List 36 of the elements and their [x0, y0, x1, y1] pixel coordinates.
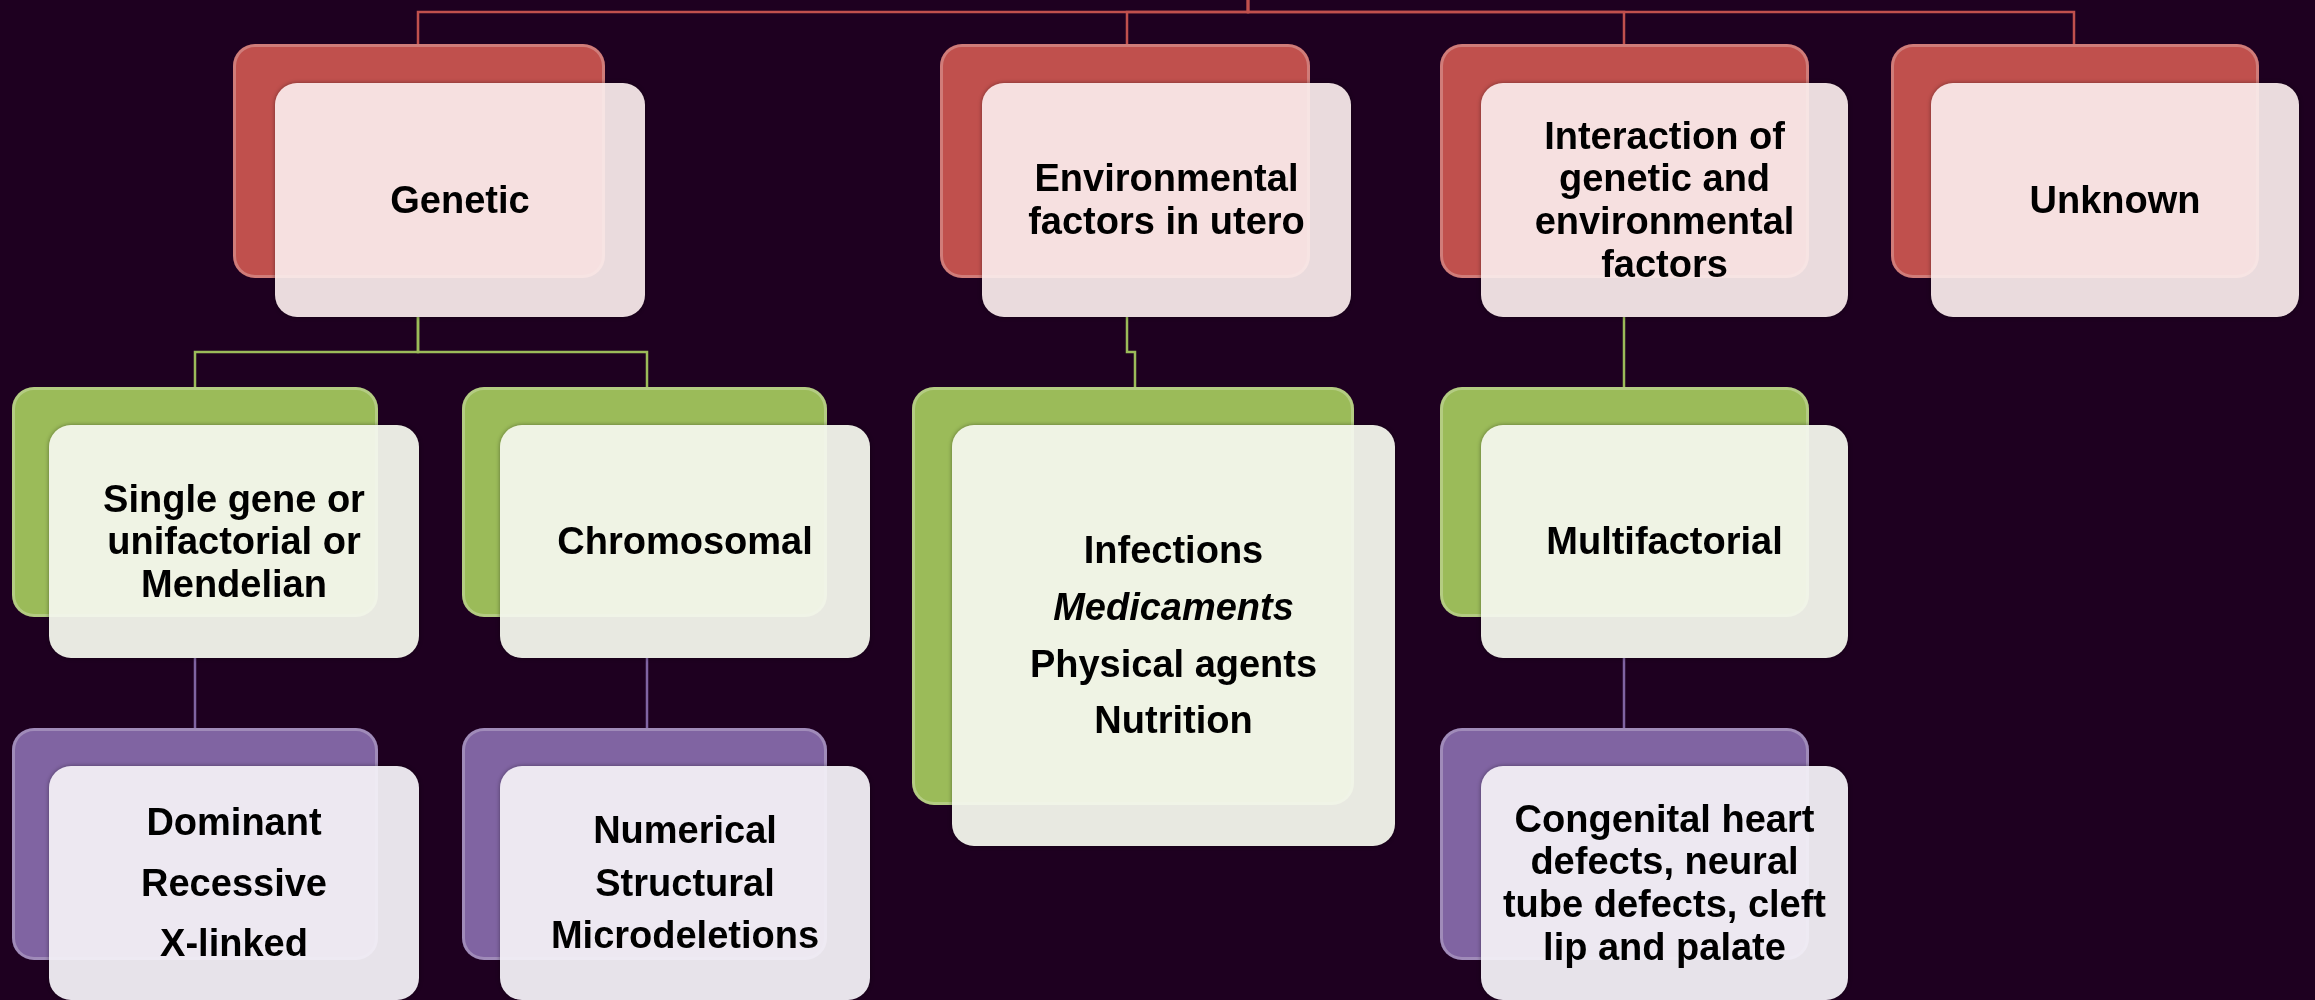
card-text: Structural	[595, 861, 775, 905]
connector-line	[1622, 317, 1626, 387]
connector-line	[1622, 658, 1626, 728]
category-card	[1891, 44, 2299, 317]
category-card	[1440, 728, 1848, 1000]
card-text: X-linked	[160, 922, 308, 965]
connector-line	[1125, 317, 1137, 387]
card-text: Unknown	[2029, 178, 2201, 222]
category-card	[462, 728, 870, 1000]
category-card	[462, 387, 870, 658]
category-card	[912, 387, 1395, 846]
card-text: Medicaments	[1053, 585, 1294, 629]
connector-line	[193, 658, 197, 728]
card-text: Genetic	[390, 178, 530, 222]
card-text: Nutrition	[1094, 699, 1253, 742]
connector-line	[416, 317, 649, 387]
card-text: Environmental factors in utero	[1027, 157, 1306, 243]
card-text: Infections	[1083, 529, 1264, 572]
category-card	[233, 44, 645, 317]
card-text: Single gene or unifactorial or Mendelian	[102, 477, 366, 606]
card-text: Dominant	[146, 801, 322, 844]
category-card	[1440, 387, 1848, 658]
category-card	[12, 728, 419, 1000]
card-text: Congenital heart defects, neural tube defects, cleft lip and palate	[1501, 797, 1828, 969]
card-text: Recessive	[141, 861, 327, 905]
category-card	[12, 387, 419, 658]
connector-line	[645, 658, 649, 728]
card-text: Chromosomal	[557, 520, 813, 563]
card-text: Interaction of genetic and environmental factors	[1533, 114, 1796, 286]
card-text: Physical agents	[1029, 642, 1318, 686]
category-card	[1440, 44, 1848, 317]
card-text: Multifactorial	[1546, 520, 1783, 563]
card-text: Numerical	[593, 809, 777, 852]
card-text: Microdeletions	[550, 914, 820, 957]
category-card	[940, 44, 1351, 317]
connector-line	[1246, 0, 2076, 44]
